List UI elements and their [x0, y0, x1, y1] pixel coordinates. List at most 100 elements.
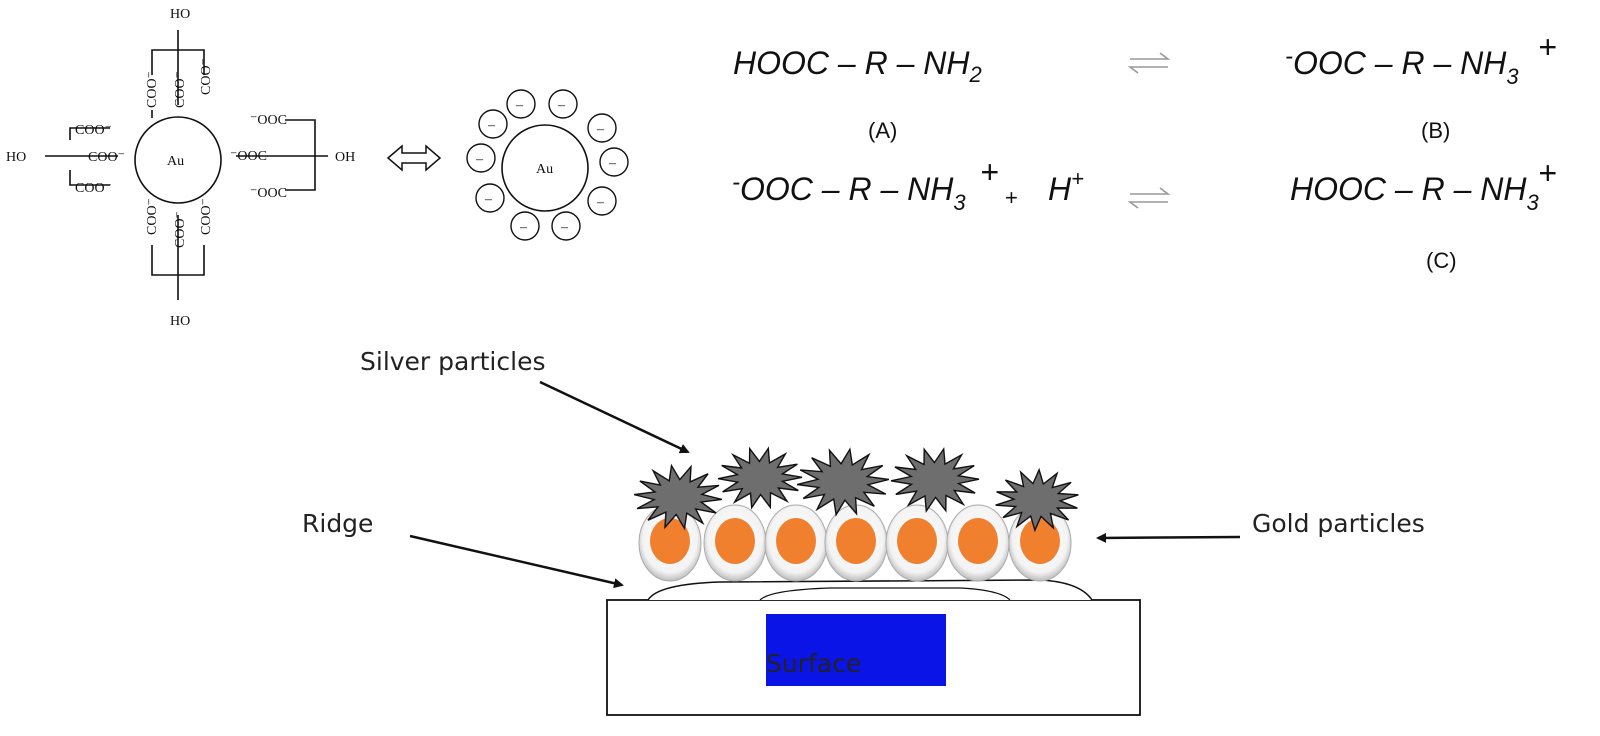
gold-particle: [1008, 504, 1072, 582]
ridge-shape: [647, 579, 1093, 601]
charge-circle: [510, 211, 540, 241]
gold-particle-core: [1020, 518, 1060, 564]
surface-label: Surface: [766, 649, 861, 678]
hydroxyl-right: OH: [335, 150, 355, 165]
carboxylate-bottom-right: COO⁻: [199, 198, 214, 235]
gold-pointer-arrow: [1096, 532, 1241, 543]
charge-sign: –: [596, 195, 605, 210]
carboxylate-left-top: COO⁻: [75, 123, 112, 138]
equilibrium-arrow-2-icon: [1127, 187, 1171, 209]
silver-particle: [796, 447, 890, 517]
gold-particle-core: [958, 518, 998, 564]
silver-particles-label: Silver particles: [360, 347, 545, 376]
silver-pointer-arrow: [539, 380, 690, 454]
label-a: (A): [868, 118, 897, 143]
hydroxyl-top: HO: [170, 7, 190, 22]
carboxylate-left-bottom: COO⁻: [75, 181, 112, 196]
silver-particle: [995, 467, 1079, 533]
silver-particle: [633, 463, 723, 531]
carboxylate-bottom-center: COO⁻: [173, 211, 188, 248]
eq2-right: HOOC – R – NH3: [1290, 171, 1539, 215]
charge-sign: –: [515, 98, 524, 113]
label-c: (C): [1426, 248, 1457, 273]
negative-charge-4: –: [599, 147, 629, 177]
ridge-pointer-arrow: [409, 534, 624, 589]
gold-particle: [946, 504, 1010, 582]
gold-particle-core: [836, 518, 876, 564]
charge-sign: –: [608, 156, 617, 171]
gold-particles-row: [638, 504, 1072, 582]
carboxylate-top-right: COO⁻: [199, 58, 214, 95]
charge-circle: [506, 89, 536, 119]
negative-charge-6: –: [551, 211, 581, 241]
charge-sign: –: [560, 220, 569, 235]
gold-particle-core: [776, 518, 816, 564]
charge-circle: [475, 183, 505, 213]
eq2-proton: H+: [1048, 166, 1084, 207]
charge-sign: –: [487, 118, 496, 133]
carboxylate-right-top: ⁻OOC: [250, 113, 287, 128]
eq1-right: -OOC – R – NH3: [1285, 43, 1519, 89]
citrate-capped-au-structure: [45, 30, 328, 300]
citrate-labels: HO COO⁻ COO⁻ COO⁻ COO⁻ HO COO⁻ COO⁻ Au ⁻…: [6, 7, 355, 329]
surface-diagram: Surface Silver particles Ridge Gold part…: [302, 347, 1425, 716]
au-core-circle: [134, 116, 222, 204]
charge-sign: –: [596, 122, 605, 137]
carboxylate-top-left: COO⁻: [145, 71, 160, 108]
gold-particle-core: [715, 518, 755, 564]
gold-particle: [885, 504, 949, 582]
eq2-right-sup: +: [1538, 155, 1557, 191]
charge-sign: –: [475, 152, 484, 167]
surface-label-box: [766, 614, 946, 686]
charge-sign: –: [557, 98, 566, 113]
eq2-left-sup: +: [980, 154, 999, 190]
eq2-plus: +: [1005, 185, 1018, 210]
ridge-label: Ridge: [302, 509, 373, 538]
charge-sign: –: [519, 220, 528, 235]
gold-particle-core: [897, 518, 937, 564]
gold-particle-core: [650, 518, 690, 564]
charged-au-core-label: Au: [536, 162, 553, 177]
charge-circle: [478, 109, 508, 139]
charge-circle: [599, 147, 629, 177]
negative-charge-7: –: [510, 211, 540, 241]
charge-circle: [587, 186, 617, 216]
charged-au-core-circle: [501, 124, 589, 212]
negative-charge-10: –: [478, 109, 508, 139]
negative-charge-8: –: [475, 183, 505, 213]
charge-circle: [548, 89, 578, 119]
gold-particles-label: Gold particles: [1252, 509, 1425, 538]
negative-charge-5: –: [587, 186, 617, 216]
negative-charge-2: –: [548, 89, 578, 119]
hydroxyl-left: HO: [6, 150, 26, 165]
au-core-label: Au: [167, 154, 184, 169]
gold-particle: [703, 504, 767, 582]
silver-particle: [890, 446, 980, 514]
equilibrium-equations: HOOC – R – NH2 -OOC – R – NH3 + (A) (B) …: [732, 29, 1557, 273]
carboxylate-bottom-left: COO⁻: [145, 198, 160, 235]
negative-charge-3: –: [587, 113, 617, 143]
charge-circle: [587, 113, 617, 143]
equilibrium-arrow-icon: [1127, 52, 1171, 74]
equivalence-arrow-icon: [386, 144, 442, 172]
carboxylate-right-center: ⁻OOC: [230, 149, 267, 164]
eq1-left: HOOC – R – NH2: [733, 45, 982, 87]
silver-particle: [717, 446, 803, 510]
ridge-inner-shape: [759, 587, 1011, 601]
carboxylate-left-center: COO⁻: [88, 150, 125, 165]
charged-au-particle: Au – – – – – – – – – –: [466, 89, 629, 241]
charge-circle: [466, 143, 496, 173]
carboxylate-right-bottom: ⁻OOC: [250, 186, 287, 201]
charge-circle: [551, 211, 581, 241]
gold-particle: [764, 504, 828, 582]
silver-particles-row: [633, 446, 1079, 533]
eq2-left: -OOC – R – NH3: [732, 169, 966, 215]
negative-charge-1: –: [506, 89, 536, 119]
eq1-right-sup: +: [1538, 29, 1557, 65]
carboxylate-top-center: COO⁻: [173, 71, 188, 108]
hydroxyl-bottom: HO: [170, 314, 190, 329]
charge-sign: –: [484, 192, 493, 207]
gold-particle: [824, 504, 888, 582]
label-b: (B): [1421, 118, 1450, 143]
